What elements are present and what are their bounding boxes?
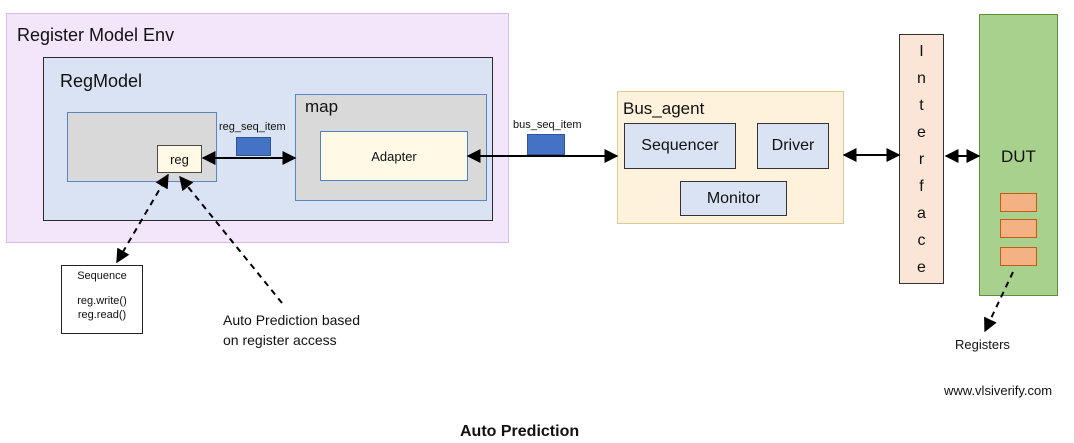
sequencer-label: Sequencer: [641, 137, 719, 154]
interface-letter: n: [917, 69, 926, 87]
adapter-box: Adapter: [320, 131, 468, 181]
dut-register: [1000, 193, 1037, 212]
monitor-box: Monitor: [680, 181, 787, 216]
reg-label: reg: [170, 151, 189, 167]
sequence-box: Sequence reg.write() reg.read(): [61, 265, 143, 334]
diagram-caption: Auto Prediction: [460, 423, 580, 440]
auto-note-line-2: on register access: [223, 332, 337, 348]
interface-box: I n t e r f a c e: [899, 34, 944, 284]
sequence-to-reg-arrow: [116, 173, 169, 264]
interface-letter: e: [917, 123, 926, 141]
driver-label: Driver: [771, 137, 815, 154]
auto-prediction-note: Auto Prediction based on register access: [223, 310, 398, 350]
bus-agent-title: Bus_agent: [623, 99, 705, 118]
register-model-env-title: Register Model Env: [17, 25, 175, 45]
bus-seq-item-label: bus_seq_item: [513, 119, 582, 131]
dut-title: DUT: [1001, 147, 1036, 166]
regmodel-title: RegModel: [60, 71, 143, 91]
driver-box: Driver: [757, 123, 829, 169]
map-title: map: [305, 97, 339, 116]
interface-letter: a: [917, 204, 926, 222]
interface-letter: f: [919, 177, 924, 195]
sequence-write-call: reg.write(): [77, 295, 127, 307]
sequence-title: Sequence: [77, 270, 127, 282]
auto-note-line-1: Auto Prediction based: [223, 312, 360, 328]
registers-label: Registers: [955, 337, 1010, 352]
interface-letter: t: [919, 96, 924, 114]
monitor-label: Monitor: [706, 189, 761, 207]
interface-letter: c: [917, 231, 926, 249]
interface-letter: r: [918, 150, 925, 168]
dut-register: [1000, 247, 1037, 266]
interface-letter: I: [919, 42, 924, 60]
sequencer-box: Sequencer: [624, 123, 736, 169]
reg-seq-item-label: reg_seq_item: [219, 121, 286, 133]
registers-pointer-arrow: [984, 271, 1014, 333]
interface-letter: e: [917, 258, 926, 276]
website-label: www.vlsiverify.com: [944, 383, 1053, 398]
dut-register: [1000, 219, 1037, 238]
adapter-label: Adapter: [371, 148, 417, 164]
prediction-to-reg-arrow: [179, 175, 283, 304]
sequence-read-call: reg.read(): [77, 309, 127, 321]
reg-box: reg: [157, 145, 202, 173]
